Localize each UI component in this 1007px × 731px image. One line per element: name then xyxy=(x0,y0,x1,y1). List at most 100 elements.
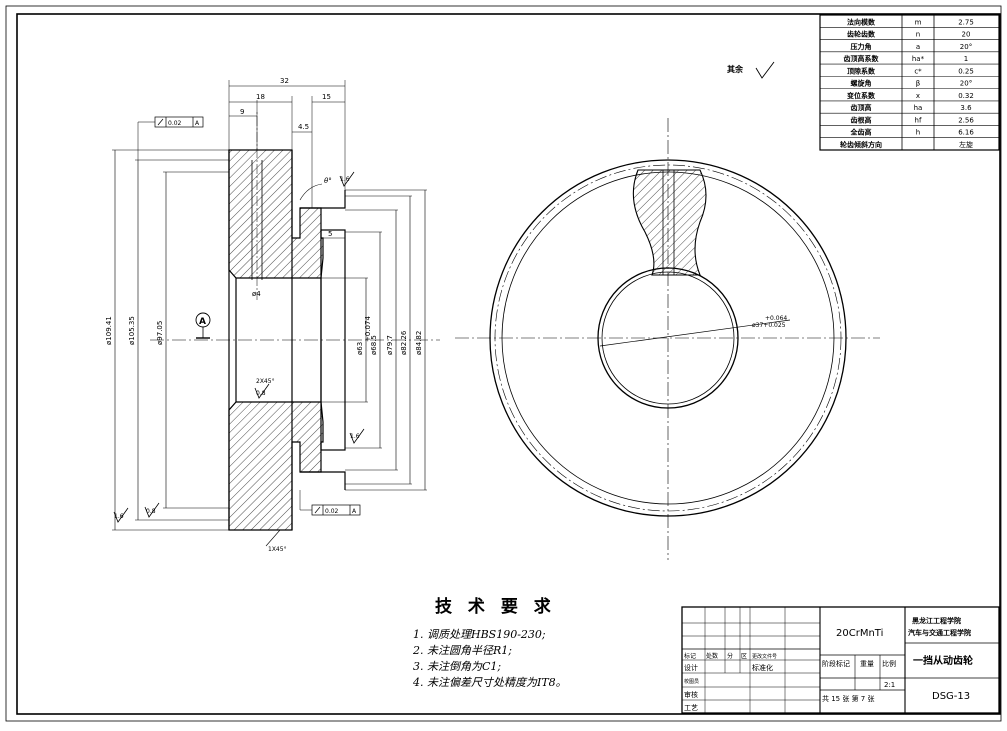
svg-text:A: A xyxy=(352,508,357,515)
dim-width-32: 32 xyxy=(280,77,289,85)
dim-hole-4: ø4 xyxy=(252,290,261,298)
param-symbol: c* xyxy=(914,67,922,75)
count-label: 处数 xyxy=(706,652,718,660)
requirement-item: 2. 未注圆角半径R1; xyxy=(413,644,512,657)
param-name: 压力角 xyxy=(851,42,872,51)
dim-dia-82: ø82.26 xyxy=(400,330,408,355)
end-view: ø37+0.025 +0.064 xyxy=(455,118,880,560)
zone-label: 分 xyxy=(727,652,733,660)
dim-dia-97: ø97.05 xyxy=(156,321,164,345)
param-name: 法向模数 xyxy=(847,17,876,26)
svg-text:1.6: 1.6 xyxy=(114,513,124,520)
param-symbol: m xyxy=(915,18,922,26)
datum-a: A xyxy=(195,312,211,339)
param-name: 齿根高 xyxy=(851,115,872,124)
param-name: 轮齿倾斜方向 xyxy=(840,140,882,149)
inner-border xyxy=(16,13,1001,715)
param-name: 齿轮齿数 xyxy=(847,30,876,39)
design-label: 设计 xyxy=(684,663,698,672)
param-symbol: ha* xyxy=(912,55,925,63)
datum-label: A xyxy=(199,317,206,327)
dim-width-5: 5 xyxy=(328,230,332,238)
dim-dia-68: ø68.5 xyxy=(370,335,378,355)
param-name: 变位系数 xyxy=(847,91,876,100)
department-name: 汽车与交通工程学院 xyxy=(908,628,971,637)
parameter-table: 法向模数 m 2.75 齿轮齿数 n 20 压力角 a 20° 齿顶高系数 ha* 1 顶隙系数 c* 0.… xyxy=(819,14,1000,151)
drawing-number: DSG-13 xyxy=(932,691,970,702)
param-value: 2.56 xyxy=(958,116,974,124)
change-doc-label: 更改文件号 xyxy=(752,653,777,660)
dim-dia-79: ø79.7 xyxy=(386,335,394,355)
roughness-symbol-icon xyxy=(755,61,775,79)
craft-label: 工艺 xyxy=(684,704,698,712)
dim-dia-84: ø84.82 xyxy=(415,331,423,355)
param-name: 全齿高 xyxy=(850,128,872,137)
svg-text:0.8: 0.8 xyxy=(256,390,266,397)
requirement-item: 1. 调质处理HBS190-230; xyxy=(413,628,546,641)
svg-text:0.8: 0.8 xyxy=(146,508,156,515)
dim-chamfer-top: 2X45° xyxy=(256,378,275,385)
mark-label: 标记 xyxy=(684,652,696,660)
dim-width-9: 9 xyxy=(240,108,244,116)
param-name: 齿顶高 xyxy=(851,103,872,112)
tolerance-frame-top: 0.02 A xyxy=(137,116,204,160)
param-symbol: ha xyxy=(914,104,923,112)
dim-width-15: 15 xyxy=(322,93,331,101)
material: 20CrMnTi xyxy=(836,628,883,639)
param-value: 3.6 xyxy=(960,104,972,112)
param-value: 左旋 xyxy=(959,140,973,149)
section-lower-hatch xyxy=(228,401,324,531)
svg-text:1.6: 1.6 xyxy=(340,176,350,183)
requirement-item: 4. 未注偏差尺寸处精度为IT8。 xyxy=(413,676,567,689)
title-block: 20CrMnTi 黑龙江工程学院 汽车与交通工程学院 一挡从动齿轮 DSG-13… xyxy=(681,606,1000,714)
oil-hole-break-section xyxy=(632,169,707,276)
dim-dia-109: ø109.41 xyxy=(105,316,113,345)
param-value: 20° xyxy=(960,43,972,51)
section-view: 32 18 9 15 4.5 5 ø4 θ° 2X45° 1X45° ø109.… xyxy=(105,77,440,553)
region-label: 区 xyxy=(741,653,747,660)
outer-border xyxy=(5,5,1002,722)
param-value: 20° xyxy=(960,80,972,88)
dim-bore-tol: +0.074 xyxy=(364,316,372,342)
school-name: 黑龙江工程学院 xyxy=(912,616,961,625)
param-value: 6.16 xyxy=(958,129,974,137)
sheet-count: 共 15 张 第 7 张 xyxy=(822,694,875,703)
param-value: 0.32 xyxy=(958,92,974,100)
scale-value: 2:1 xyxy=(884,681,895,689)
dim-dia-63: ø63 xyxy=(356,342,364,355)
requirements-title: 技 术 要 求 xyxy=(435,597,556,617)
param-name: 顶隙系数 xyxy=(847,66,876,75)
standard-label: 标准化 xyxy=(752,663,773,672)
param-symbol: n xyxy=(916,31,920,39)
svg-text:0.02: 0.02 xyxy=(168,120,182,127)
surface-finish-label: 其余 xyxy=(727,64,744,74)
requirement-item: 3. 未注倒角为C1; xyxy=(413,660,502,673)
tolerance-frame-bottom: 0.02 A xyxy=(299,490,361,516)
param-value: 20 xyxy=(962,31,971,39)
weight-label: 重量 xyxy=(860,660,874,668)
svg-text:A: A xyxy=(195,120,200,127)
svg-text:0.02: 0.02 xyxy=(325,508,339,515)
param-value: 1 xyxy=(964,55,968,63)
param-symbol: hf xyxy=(915,116,922,124)
surface-finish-note: 其余 xyxy=(727,61,775,79)
section-upper-hatch xyxy=(228,149,324,279)
dim-width-4-5: 4.5 xyxy=(298,123,309,131)
param-symbol: β xyxy=(916,80,920,88)
process-check-label: 校图员 xyxy=(684,678,699,685)
dim-chamfer-bottom: 1X45° xyxy=(268,546,287,553)
param-symbol: h xyxy=(916,129,920,137)
param-symbol: a xyxy=(916,43,920,51)
svg-text:1.6: 1.6 xyxy=(350,433,360,440)
param-value: 0.25 xyxy=(958,67,974,75)
param-symbol: x xyxy=(916,92,920,100)
param-value: 2.75 xyxy=(958,18,974,26)
param-name: 齿顶高系数 xyxy=(844,54,880,63)
end-bore-tol: +0.064 xyxy=(765,315,787,322)
param-name: 螺旋角 xyxy=(851,79,872,88)
stage-label: 阶段标记 xyxy=(822,659,850,668)
part-name: 一挡从动齿轮 xyxy=(913,654,973,667)
dim-dia-105: ø105.35 xyxy=(128,316,136,345)
